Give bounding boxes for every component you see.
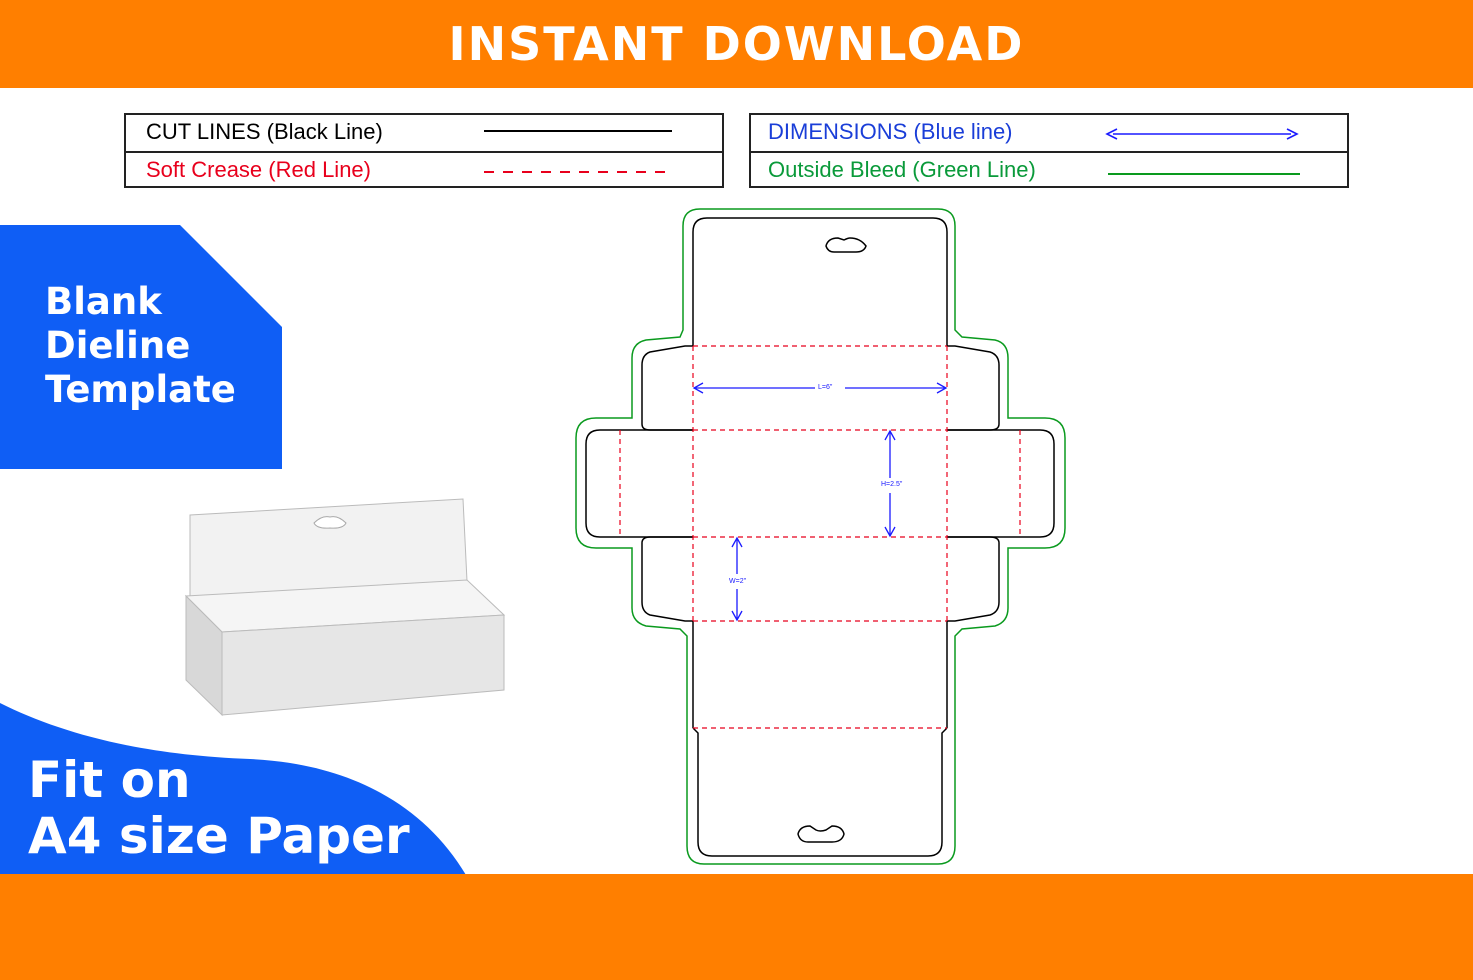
cut-lines-label: CUT LINES (Black Line) bbox=[146, 119, 383, 144]
height-dimension-label: H=2.5" bbox=[881, 481, 903, 488]
side-panel-line-template: Template bbox=[45, 368, 236, 411]
legend-row-soft-crease: Soft Crease (Red Line) bbox=[126, 151, 722, 189]
legend-right: DIMENSIONS (Blue line) Outside Bleed (Gr… bbox=[749, 113, 1349, 188]
legend-row-outside-bleed: Outside Bleed (Green Line) bbox=[751, 151, 1347, 189]
legend-row-cut-lines: CUT LINES (Black Line) bbox=[126, 115, 722, 151]
top-banner: INSTANT DOWNLOAD bbox=[0, 0, 1473, 88]
fit-badge-text: Fit on A4 size Paper bbox=[28, 752, 410, 864]
side-panel-line-dieline: Dieline bbox=[45, 324, 191, 367]
side-panel-shape bbox=[0, 225, 282, 469]
outside-bleed-outline bbox=[575, 208, 1066, 865]
length-dimension-label: L=6" bbox=[818, 384, 833, 391]
banner-title: INSTANT DOWNLOAD bbox=[448, 17, 1025, 71]
bottom-banner bbox=[0, 874, 1473, 980]
soft-crease-lines bbox=[619, 345, 1021, 729]
fit-badge-line-2: A4 size Paper bbox=[28, 807, 410, 865]
width-dimension-label: W=2" bbox=[729, 578, 747, 585]
outside-bleed-label: Outside Bleed (Green Line) bbox=[768, 157, 1036, 182]
soft-crease-label: Soft Crease (Red Line) bbox=[146, 157, 371, 182]
box-mockup-icon bbox=[184, 498, 506, 717]
legend-row-dimensions: DIMENSIONS (Blue line) bbox=[751, 115, 1347, 151]
legend-left: CUT LINES (Black Line) Soft Crease (Red … bbox=[124, 113, 724, 188]
dimensions-label: DIMENSIONS (Blue line) bbox=[768, 119, 1013, 144]
fit-badge-line-1: Fit on bbox=[28, 751, 191, 809]
blue-arrow-line-sample bbox=[1105, 128, 1299, 140]
side-panel-text: Blank Dieline Template bbox=[45, 280, 236, 412]
fit-badge-shape bbox=[0, 703, 466, 875]
red-dashed-line-sample bbox=[484, 171, 672, 173]
black-line-sample bbox=[484, 130, 672, 132]
hang-tab-hole-icon bbox=[797, 825, 845, 843]
hang-tab-hole-icon bbox=[825, 237, 867, 253]
side-panel-line-blank: Blank bbox=[45, 280, 162, 323]
cut-lines bbox=[585, 217, 1055, 857]
green-line-sample bbox=[1108, 173, 1300, 175]
